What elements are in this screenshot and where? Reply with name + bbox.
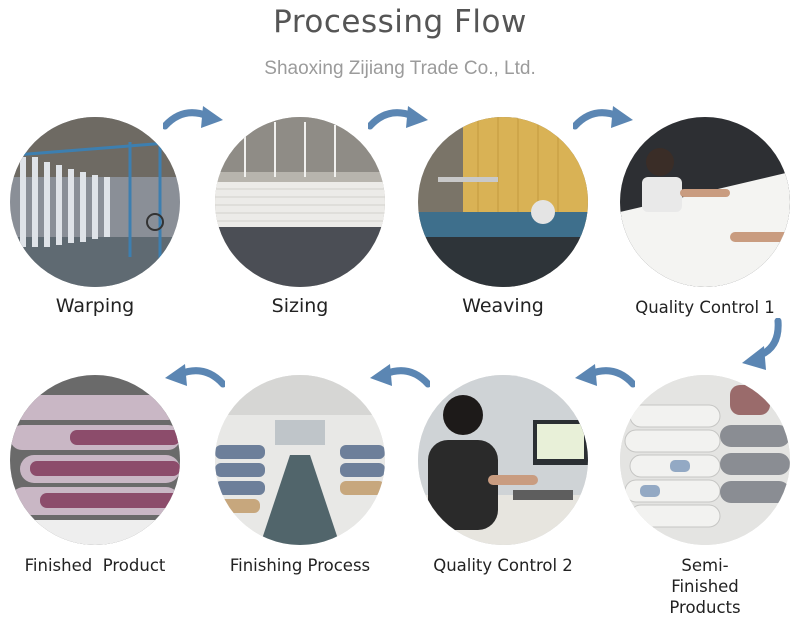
quality-control-1-photo <box>620 117 790 287</box>
curved-arrow-icon <box>370 364 430 388</box>
quality-control-2-label: Quality Control 2 <box>433 556 573 575</box>
finished-product-photo <box>10 375 180 545</box>
weaving-label: Weaving <box>462 295 544 317</box>
semi-finished-products-photo <box>620 375 790 545</box>
weaving-photo <box>418 117 588 287</box>
flow-arrow-5 <box>573 362 635 392</box>
semi-finished-products-label: Semi-Finished Products <box>669 556 741 617</box>
flow-arrow-1 <box>163 104 225 134</box>
curved-arrow-icon <box>742 318 782 370</box>
quality-control-1-label: Quality Control 1 <box>635 298 775 317</box>
flow-arrow-7 <box>163 362 225 392</box>
curved-arrow-icon <box>163 106 223 130</box>
curved-arrow-icon <box>368 106 428 130</box>
sizing-photo <box>215 117 385 287</box>
flow-arrow-6 <box>368 362 430 392</box>
curved-arrow-icon <box>165 364 225 388</box>
curved-arrow-icon <box>575 364 635 388</box>
flow-arrow-2 <box>368 104 430 134</box>
curved-arrow-icon <box>573 106 633 130</box>
finished-product-label: Finished Product <box>24 556 166 575</box>
quality-control-2-photo <box>418 375 588 545</box>
sizing-label: Sizing <box>271 295 329 317</box>
flow-arrow-3 <box>573 104 635 134</box>
warping-photo <box>10 117 180 287</box>
page-title: Processing Flow <box>273 4 527 40</box>
flow-arrow-4 <box>738 318 783 373</box>
finishing-process-label: Finishing Process <box>229 556 371 575</box>
finishing-process-photo <box>215 375 385 545</box>
company-subtitle: Shaoxing Zijiang Trade Co., Ltd. <box>264 58 536 79</box>
warping-label: Warping <box>55 295 135 317</box>
